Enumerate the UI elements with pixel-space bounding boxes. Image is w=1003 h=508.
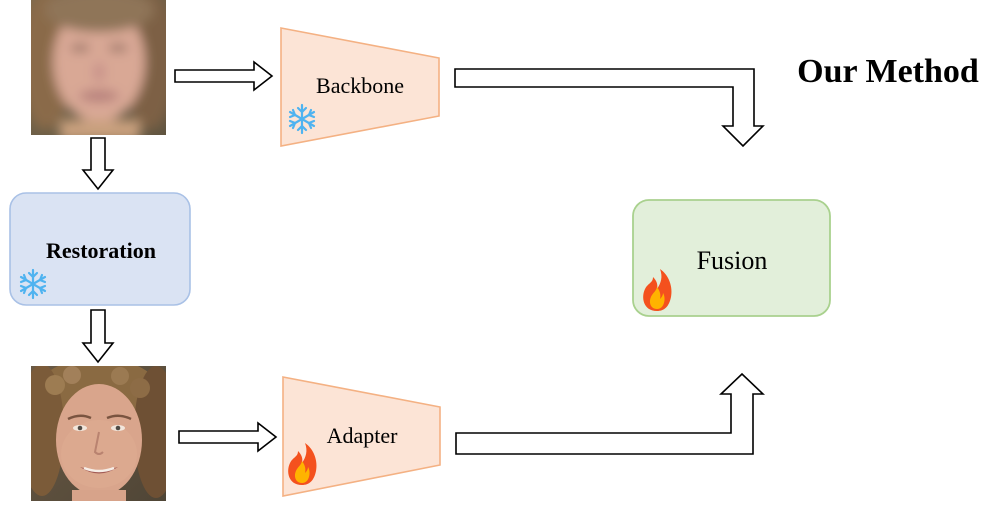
arrow-restored-to-adapter: [178, 421, 278, 453]
adapter-node: Adapter: [282, 376, 441, 497]
arrow-input-to-restoration: [81, 137, 115, 191]
fire-icon: [643, 269, 672, 311]
backbone-label: Backbone: [316, 73, 404, 98]
restored-face-image: [31, 366, 166, 501]
arrow-backbone-to-fusion: [454, 68, 765, 148]
adapter-label: Adapter: [327, 423, 399, 448]
input-face-image: [31, 0, 166, 135]
snowflake-icon: [288, 103, 316, 135]
fire-icon: [288, 443, 317, 485]
snowflake-icon: [19, 268, 47, 300]
restoration-node: Restoration: [9, 192, 191, 306]
backbone-node: Backbone: [280, 27, 440, 147]
arrow-adapter-to-fusion: [455, 372, 765, 455]
arrow-restoration-to-restored: [81, 309, 115, 364]
restoration-label: Restoration: [46, 238, 156, 263]
fusion-node: Fusion: [632, 199, 831, 317]
fusion-label: Fusion: [697, 246, 768, 275]
diagram-title: Our Method: [797, 53, 979, 90]
arrow-input-to-backbone: [174, 60, 274, 92]
